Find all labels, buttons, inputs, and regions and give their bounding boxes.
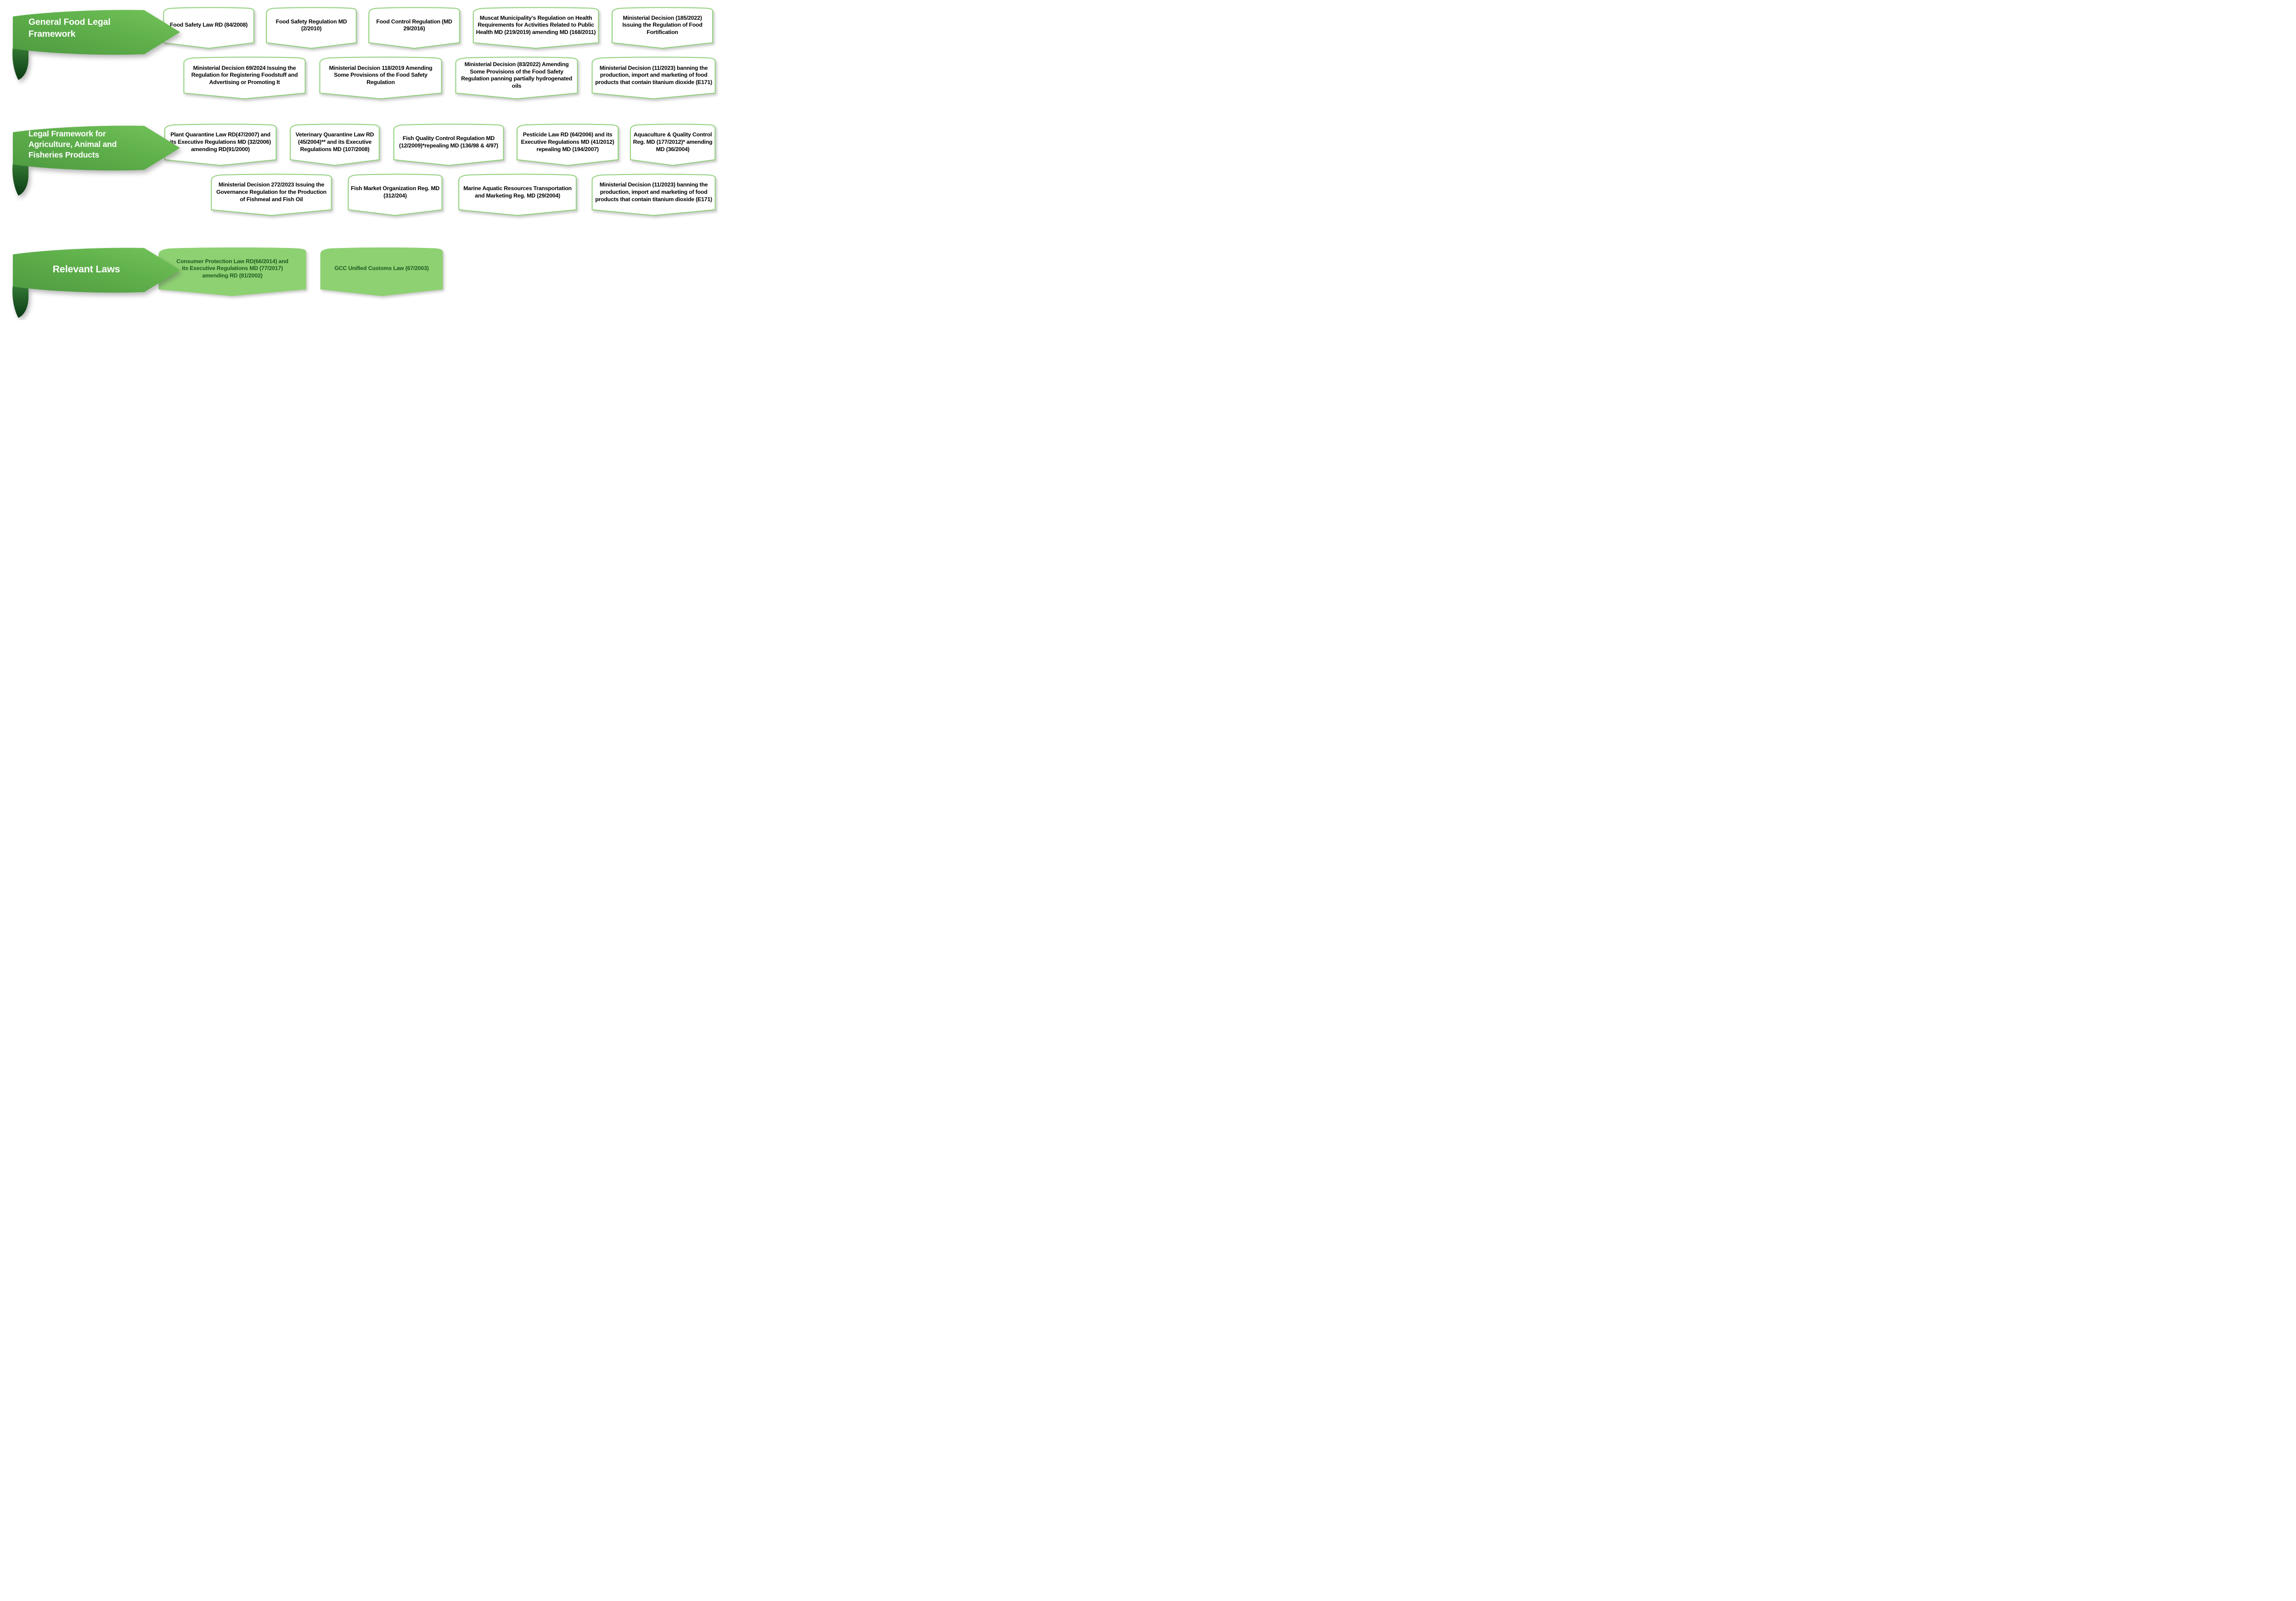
law-card: Fish Market Organization Reg. MD (312/20… [345,173,445,217]
card-banner-shape [264,6,359,50]
law-card-label: Food Control Regulation (MD 29/2016) [376,18,452,32]
law-card-label: Ministerial Decision (11/2023) banning t… [595,181,712,203]
law-card: Muscat Municipality’s Regulation on Heal… [469,6,602,50]
card-banner-shape [628,123,718,167]
law-card-label: Fish Quality Control Regulation MD (12/2… [399,135,498,149]
card-banner-shape [180,56,309,100]
card-banner-shape [320,247,443,296]
card-banner-shape [469,6,602,50]
law-card: Veterinary Quarantine Law RD (45/2004)**… [287,123,382,167]
card-banner-shape [287,123,382,167]
ribbon-arrow-shape [12,125,180,196]
law-card-label: Ministerial Decision (83/2022) Amending … [461,61,572,89]
law-card: Ministerial Decision 69/2024 Issuing the… [180,56,309,100]
law-card: Ministerial Decision (83/2022) Amending … [452,56,581,100]
card-banner-shape [390,123,507,167]
law-card-label: Fish Market Organization Reg. MD (312/20… [350,185,440,199]
law-card: Ministerial Decision (11/2023) banning t… [588,173,719,217]
law-card-label: Consumer Protection Law RD(66/2014) and … [176,258,288,279]
law-card: Plant Quarantine Law RD(47/2007) and its… [161,123,280,167]
law-card-label: Ministerial Decision (11/2023) banning t… [595,64,712,86]
law-card: Food Safety Regulation MD (2/2010) [264,6,359,50]
law-card-label: Food Safety Law RD (84/2008) [169,22,248,28]
ribbon-arrow-shape [12,10,180,80]
banner-relevant-laws: Relevant Laws [8,241,183,320]
card-banner-shape [345,173,445,217]
card-banner-shape [208,173,335,217]
law-card-label: Ministerial Decision 118/2019 Amending S… [329,64,433,86]
card-banner-shape [161,123,280,167]
card-banner-shape [455,173,580,217]
banner-general-food: General Food Legal Framework [8,3,183,82]
ribbon-arrow-shape [12,248,180,318]
card-banner-shape [588,173,719,217]
law-card-label: Food Safety Regulation MD (2/2010) [276,18,347,32]
law-card-label: GCC Unified Customs Law (67/2003) [334,265,429,272]
law-card-label: Veterinary Quarantine Law RD (45/2004)**… [295,131,374,152]
card-banner-shape [158,247,306,296]
law-card-green: GCC Unified Customs Law (67/2003) [316,246,447,298]
law-card: Ministerial Decision 272/2023 Issuing th… [208,173,335,217]
law-card: Ministerial Decision (185/2022) Issuing … [609,6,716,50]
law-card: Food Control Regulation (MD 29/2016) [366,6,462,50]
law-card: Ministerial Decision 118/2019 Amending S… [316,56,445,100]
law-card-label: Ministerial Decision 272/2023 Issuing th… [216,181,326,203]
card-banner-shape [161,6,257,50]
card-banner-shape [514,123,621,167]
law-card: Fish Quality Control Regulation MD (12/2… [390,123,507,167]
law-card-label: Ministerial Decision 69/2024 Issuing the… [191,64,298,86]
card-banner-shape [609,6,716,50]
banner-title: General Food Legal Framework [28,17,111,39]
card-banner-shape [588,56,719,100]
law-card-label: Marine Aquatic Resources Transportation … [463,185,572,199]
law-card: Ministerial Decision (11/2023) banning t… [588,56,719,100]
banner-title: Relevant Laws [52,264,120,275]
law-card: Aquaculture & Quality Control Reg. MD (1… [628,123,718,167]
law-card-label: Ministerial Decision (185/2022) Issuing … [622,14,703,36]
law-card-green: Consumer Protection Law RD(66/2014) and … [154,246,311,298]
card-banner-shape [316,56,445,100]
law-card-label: Aquaculture & Quality Control Reg. MD (1… [633,131,713,152]
card-banner-shape [366,6,462,50]
law-card: Marine Aquatic Resources Transportation … [455,173,580,217]
card-banner-shape [452,56,581,100]
infographic-canvas: General Food Legal Framework Food Safety… [0,0,721,320]
law-card-label: Pesticide Law RD (64/2006) and its Execu… [521,131,614,152]
law-card: Pesticide Law RD (64/2006) and its Execu… [514,123,621,167]
law-card-label: Plant Quarantine Law RD(47/2007) and its… [170,131,271,152]
banner-agriculture-fisheries: Legal Framework for Agriculture, Animal … [8,118,183,197]
banner-title: Legal Framework for Agriculture, Animal … [28,129,117,160]
law-card: Food Safety Law RD (84/2008) [161,6,257,50]
law-card-label: Muscat Municipality’s Regulation on Heal… [476,14,596,36]
